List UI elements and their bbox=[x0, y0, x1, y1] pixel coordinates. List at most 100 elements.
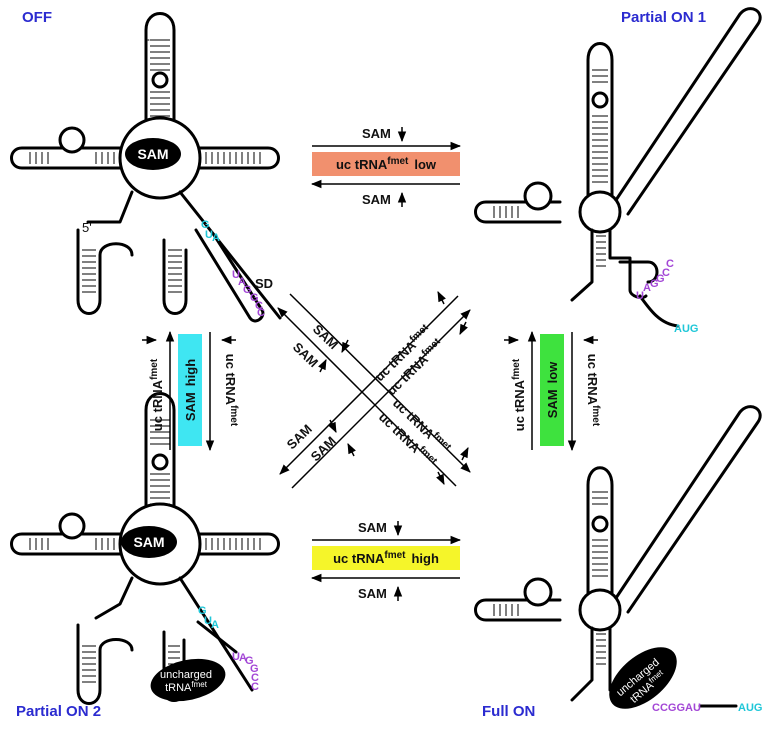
diag-a-reverse bbox=[277, 307, 457, 487]
p2-uncharged-trna-oval bbox=[150, 658, 226, 702]
right-uc-trna-left-base: uc tRNA bbox=[512, 379, 527, 431]
yellow-box-label: uc tRNAfmet high bbox=[333, 550, 439, 566]
off-nt-u: U bbox=[205, 229, 213, 241]
green-low: low bbox=[545, 361, 560, 384]
diag-sam-3: SAM bbox=[284, 421, 315, 452]
off-nt-a2: A bbox=[238, 276, 246, 288]
green-box bbox=[540, 334, 564, 446]
left-uc-trna-left-base: uc tRNA bbox=[150, 379, 165, 431]
p2-nt-a: A bbox=[211, 619, 219, 631]
off-nt-g: G bbox=[201, 219, 210, 231]
sd-label: SD bbox=[255, 276, 273, 291]
yellow-uc-trna: uc tRNA bbox=[333, 551, 385, 566]
state-full-on-label: Full ON bbox=[482, 703, 535, 720]
p2-sam-oval bbox=[121, 526, 177, 558]
orange-uc-trna: uc tRNA bbox=[336, 157, 388, 172]
state-off-label: OFF bbox=[22, 9, 52, 26]
off-nt-u2: U bbox=[232, 269, 240, 281]
p2-uncharged-label: uncharged bbox=[160, 669, 212, 681]
state-partial-on-1-label: Partial ON 1 bbox=[621, 9, 706, 26]
yellow-fmet: fmet bbox=[384, 550, 406, 561]
left-uc-trna-left: uc tRNAfmet bbox=[149, 358, 165, 431]
off-sam-oval bbox=[125, 138, 181, 170]
p1-nt-u: U bbox=[636, 290, 644, 302]
diag-trna-3-sup: fmet bbox=[430, 430, 453, 453]
p1-nt-g2: G bbox=[656, 273, 665, 285]
orange-low: low bbox=[414, 157, 437, 172]
five-prime-label: 5' bbox=[82, 220, 92, 235]
p2-trna-base: tRNA bbox=[165, 682, 192, 694]
off-nt-g1: G bbox=[243, 284, 252, 296]
diag-a-forward bbox=[289, 293, 471, 473]
diag-arrow-icon-6 bbox=[347, 443, 356, 457]
off-nt-a: A bbox=[212, 232, 220, 244]
state-partial-on-2-label: Partial ON 2 bbox=[16, 703, 101, 720]
cyan-high: high bbox=[183, 359, 198, 386]
p1-ticks bbox=[493, 69, 608, 267]
full-on-uncharged-trna-oval bbox=[609, 647, 677, 709]
p2-nt-a2: A bbox=[239, 652, 247, 664]
full-on-ccggau-label: CCGGAU bbox=[652, 702, 701, 714]
green-sam: SAM bbox=[545, 389, 560, 418]
diag-b-reverse bbox=[291, 309, 471, 489]
off-nt-c1: C bbox=[255, 300, 263, 312]
p2-nt-g1: G bbox=[245, 655, 254, 667]
green-box-label: SAM low bbox=[545, 361, 560, 418]
p1-nt-c1: C bbox=[662, 267, 670, 279]
left-uc-trna-right: uc tRNAfmet bbox=[223, 354, 239, 427]
left-uc-trna-right-base: uc tRNA bbox=[223, 354, 238, 406]
full-on-ticks bbox=[493, 491, 608, 665]
diag-trna-4-sup: fmet bbox=[416, 444, 439, 467]
p2-nt-c1: C bbox=[251, 672, 259, 684]
diag-sam-4: SAM bbox=[308, 433, 339, 464]
right-uc-trna-right: uc tRNAfmet bbox=[585, 354, 601, 427]
off-nt-g2: G bbox=[250, 292, 259, 304]
diag-arrow-icon-5 bbox=[328, 419, 337, 433]
p2-nt-g2: G bbox=[250, 663, 259, 675]
diag-sam-1: SAM bbox=[310, 321, 341, 352]
orange-box bbox=[312, 152, 460, 176]
p2-trna-sup: fmet bbox=[191, 680, 207, 689]
cyan-box-label: SAM high bbox=[183, 359, 198, 421]
left-uc-trna-left-sup: fmet bbox=[149, 358, 160, 380]
top-sam-up-label: SAM bbox=[362, 192, 391, 207]
top-sam-down-label: SAM bbox=[362, 126, 391, 141]
bottom-sam-down-label: SAM bbox=[358, 520, 387, 535]
right-uc-trna-left: uc tRNAfmet bbox=[511, 358, 527, 431]
p1-aug-label: AUG bbox=[674, 323, 698, 335]
p1-nt-a: A bbox=[643, 282, 651, 294]
yellow-box bbox=[312, 546, 460, 570]
diag-arrow-icon-2 bbox=[318, 359, 327, 373]
diag-arrow-icon-4 bbox=[459, 321, 468, 335]
right-uc-trna-left-sup: fmet bbox=[511, 358, 522, 380]
bottom-sam-up-label: SAM bbox=[358, 586, 387, 601]
cyan-box bbox=[178, 334, 202, 446]
off-stem-ticks bbox=[29, 39, 261, 293]
diag-b-forward bbox=[279, 295, 459, 475]
diag-arrow-icon-1 bbox=[341, 339, 350, 353]
p2-nt-u: U bbox=[204, 615, 212, 627]
p2-nt-g: G bbox=[198, 605, 207, 617]
left-uc-trna-right-sup: fmet bbox=[228, 405, 239, 427]
structure-full-on bbox=[474, 405, 762, 708]
right-uc-trna-right-base: uc tRNA bbox=[585, 354, 600, 406]
diag-sam-2: SAM bbox=[290, 339, 321, 370]
right-uc-trna-right-sup: fmet bbox=[590, 405, 601, 427]
p2-sam-label: SAM bbox=[133, 534, 164, 550]
orange-fmet: fmet bbox=[387, 156, 409, 167]
full-on-aug-label: AUG bbox=[738, 702, 762, 714]
p2-trna-label: tRNAfmet bbox=[165, 680, 208, 694]
diag-arrow-icon-7 bbox=[460, 447, 469, 461]
p1-nt-c2: C bbox=[666, 258, 674, 270]
diag-arrow-icon-3 bbox=[437, 291, 446, 305]
p2-nt-c2: C bbox=[251, 681, 259, 693]
diag-arrow-icon-8 bbox=[436, 471, 445, 485]
cyan-sam: SAM bbox=[183, 392, 198, 421]
off-sam-label: SAM bbox=[137, 146, 168, 162]
p2-nt-u2: U bbox=[232, 651, 240, 663]
structure-partial-on-1 bbox=[474, 7, 762, 328]
yellow-high: high bbox=[411, 551, 438, 566]
p1-nt-g1: G bbox=[650, 278, 659, 290]
